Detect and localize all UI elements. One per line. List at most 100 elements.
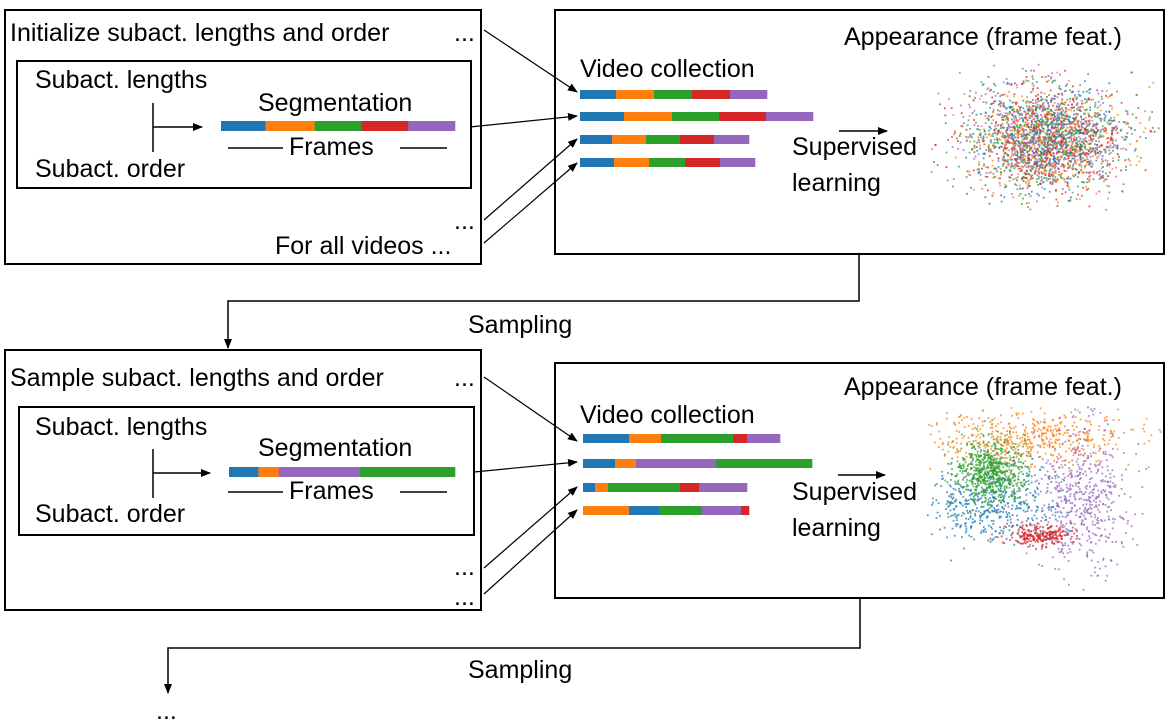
feature-point <box>1080 523 1083 526</box>
feature-point <box>1036 132 1038 135</box>
feature-point <box>1064 69 1066 72</box>
feature-point <box>1047 475 1050 478</box>
feature-point <box>990 505 993 508</box>
feature-point <box>1069 152 1072 154</box>
feature-point <box>1092 123 1095 126</box>
feature-point <box>993 462 996 465</box>
feature-point <box>1096 89 1099 92</box>
feature-point <box>1066 154 1069 157</box>
feature-point <box>1049 77 1052 80</box>
feature-point <box>984 454 986 457</box>
feature-point <box>972 99 975 102</box>
feature-point <box>1081 493 1084 496</box>
feature-point <box>1008 91 1010 93</box>
feature-point <box>948 495 950 498</box>
feature-point <box>1081 522 1083 524</box>
feature-point <box>1099 567 1101 570</box>
feature-point <box>979 481 982 484</box>
feature-point <box>935 424 938 426</box>
feature-point <box>990 141 993 144</box>
feature-point <box>1056 474 1058 477</box>
feature-point <box>1089 463 1092 465</box>
feature-point <box>1039 123 1042 126</box>
feature-point <box>1093 172 1096 175</box>
feature-point <box>973 140 976 143</box>
feature-point <box>988 479 991 482</box>
feature-point <box>982 135 985 138</box>
feature-point <box>1073 158 1076 160</box>
feature-point <box>1003 156 1005 159</box>
video-segment-blue <box>580 112 625 121</box>
feature-point <box>1036 162 1039 165</box>
feature-point <box>1051 536 1054 539</box>
feature-point <box>1086 434 1089 437</box>
feature-point <box>996 485 998 488</box>
feature-point <box>1030 535 1033 537</box>
feature-point <box>1033 423 1035 426</box>
feature-point <box>1105 146 1108 149</box>
feature-point <box>966 488 969 491</box>
feature-point <box>980 497 983 500</box>
feature-point <box>1053 178 1056 181</box>
feature-point <box>1144 110 1146 112</box>
feature-point <box>941 470 944 473</box>
feature-point <box>1067 544 1070 547</box>
feature-point <box>1031 118 1034 121</box>
feature-point <box>1076 142 1078 145</box>
feature-point <box>987 189 989 192</box>
feature-point <box>962 478 964 481</box>
feature-point <box>1108 146 1111 148</box>
feature-point <box>1076 470 1079 473</box>
feature-point <box>1083 428 1086 430</box>
feature-point <box>1051 139 1054 141</box>
feature-point <box>1046 148 1049 151</box>
feature-point <box>1075 538 1078 540</box>
stage2-order-label: Subact. order <box>35 500 185 528</box>
feature-point <box>1003 485 1006 488</box>
feature-point <box>975 146 978 148</box>
feature-point <box>1022 180 1025 183</box>
feature-point <box>1089 162 1092 165</box>
feature-point <box>1003 542 1005 545</box>
feature-point <box>1070 137 1073 139</box>
feature-point <box>1072 174 1074 177</box>
feature-point <box>980 449 982 451</box>
feature-point <box>1029 178 1032 181</box>
feature-point <box>1102 176 1105 179</box>
feature-point <box>997 461 1000 463</box>
feature-point <box>1122 452 1125 454</box>
feature-point <box>1095 192 1098 195</box>
feature-point <box>1083 493 1086 495</box>
feature-point <box>1120 147 1123 150</box>
feature-point <box>977 480 980 483</box>
feature-point <box>1056 178 1059 181</box>
feature-point <box>1061 94 1064 96</box>
feature-point <box>944 453 946 456</box>
feature-point <box>966 170 969 173</box>
feature-point <box>1063 499 1066 502</box>
video-segment-green <box>672 112 720 121</box>
feature-point <box>1086 420 1089 423</box>
feature-point <box>1006 112 1009 115</box>
feature-point <box>1079 130 1081 133</box>
feature-point <box>1015 483 1018 485</box>
feature-point <box>1091 165 1093 168</box>
feature-point <box>1065 113 1068 116</box>
feature-point <box>1057 123 1060 126</box>
feature-point <box>993 467 996 470</box>
feature-point <box>1019 187 1021 190</box>
feature-point <box>1080 490 1083 493</box>
feature-point <box>1069 98 1072 100</box>
feature-point <box>952 447 955 449</box>
feature-point <box>1100 519 1103 521</box>
feature-point <box>1027 455 1029 458</box>
feature-point <box>1060 522 1062 524</box>
feature-point <box>1090 511 1093 514</box>
feature-point <box>1039 104 1041 107</box>
feature-point <box>1084 506 1087 509</box>
feature-point <box>1110 133 1113 135</box>
feature-point <box>1008 113 1011 116</box>
feature-point <box>982 531 985 533</box>
feature-point <box>986 464 989 466</box>
feature-point <box>981 467 983 470</box>
